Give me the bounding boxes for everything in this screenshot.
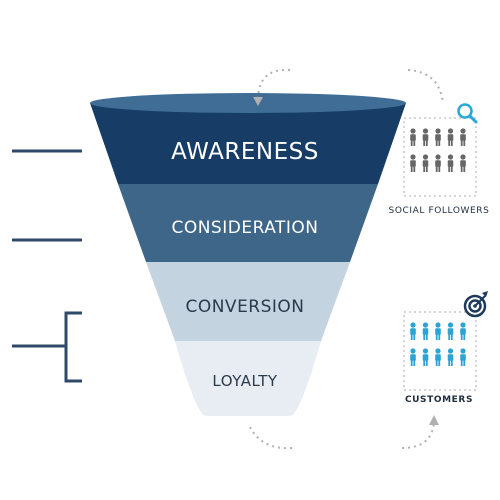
customers-frame: [403, 311, 477, 391]
person-icon: [435, 322, 441, 340]
target-icon: [463, 291, 488, 318]
arrowhead-up-icon: [429, 415, 439, 425]
person-icon: [435, 348, 441, 366]
social-followers-frame: [403, 117, 477, 197]
customers-caption: CUSTOMERS: [404, 395, 474, 405]
flow-arrow-top: [257, 68, 291, 101]
magnifier-icon: [457, 103, 478, 124]
person-icon: [410, 348, 416, 366]
person-icon: [422, 154, 429, 172]
funnel-stage-consideration: [118, 184, 378, 262]
person-icon: [460, 128, 466, 146]
person-icon: [460, 322, 466, 340]
person-icon: [447, 322, 454, 340]
person-icon: [422, 128, 429, 146]
arrowhead-down-icon: [253, 97, 263, 106]
person-icon: [410, 154, 416, 172]
stage-label-conversion: CONVERSION: [185, 297, 305, 317]
person-icon: [447, 154, 454, 172]
funnel-stage-conversion: [146, 262, 350, 341]
person-icon: [460, 154, 466, 172]
funnel-stage-loyalty: [175, 341, 321, 416]
social-followers-people-icon: [410, 128, 466, 172]
stage-label-consideration: CONSIDERATION: [171, 218, 319, 238]
stage-label-loyalty: LOYALTY: [212, 372, 278, 390]
person-icon: [422, 322, 429, 340]
stage-bracket: [12, 311, 82, 383]
person-icon: [410, 322, 416, 340]
person-icon: [435, 128, 441, 146]
social-followers-caption: SOCIAL FOLLOWERS: [388, 206, 490, 216]
funnel-stage-awareness: [90, 103, 406, 184]
person-icon: [422, 348, 429, 366]
person-icon: [410, 128, 416, 146]
person-icon: [435, 154, 441, 172]
person-icon: [447, 348, 454, 366]
flow-arrow-bottom: [249, 426, 293, 450]
customers-people-icon: [410, 322, 466, 366]
stage-label-awareness: AWARENESS: [171, 139, 319, 165]
funnel-rim: [90, 93, 406, 113]
person-icon: [460, 348, 466, 366]
flow-arrow-top-right: [407, 69, 444, 105]
flow-arrow-bottom-right: [401, 421, 435, 449]
person-icon: [447, 128, 454, 146]
